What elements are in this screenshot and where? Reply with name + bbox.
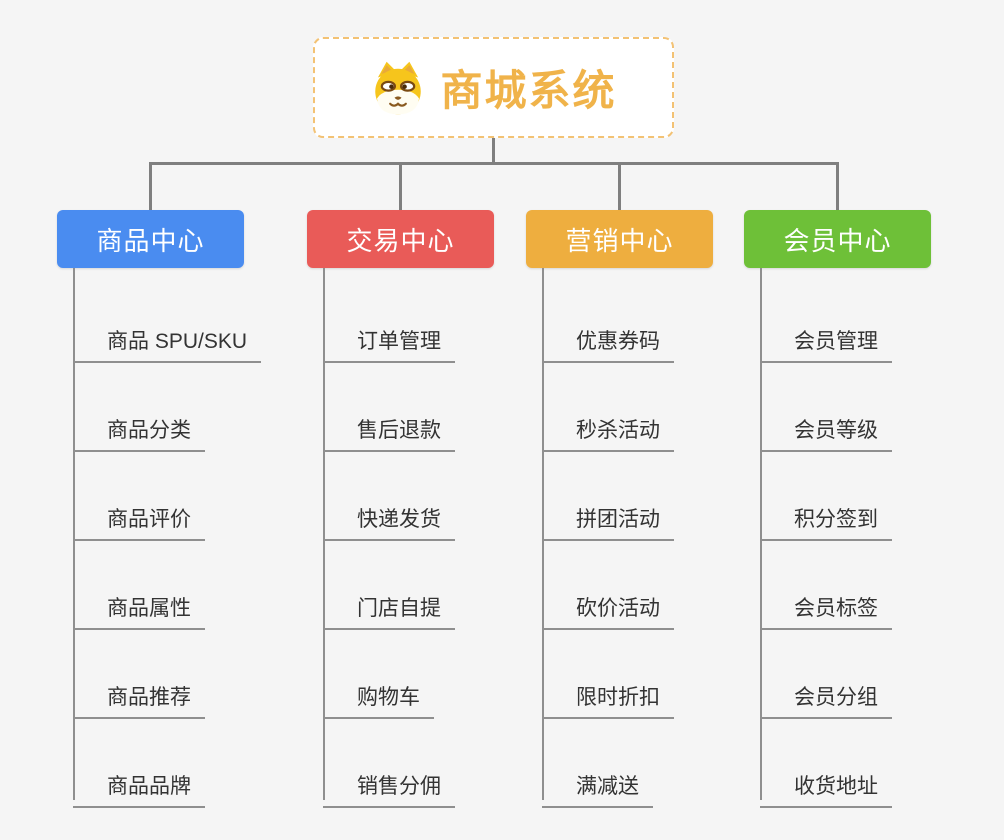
connector-cross-bar [149,162,839,165]
root-node-title: 商城系统 [440,67,617,114]
connector-drop-product [149,162,152,210]
leaf-node[interactable]: 收货地址 [760,762,892,808]
branch-node-member-center[interactable]: 会员中心 [744,210,931,268]
branch-trunk-line [323,268,325,800]
leaf-node[interactable]: 会员标签 [760,584,892,630]
leaf-node[interactable]: 限时折扣 [542,673,674,719]
leaf-node[interactable]: 商品评价 [73,495,205,541]
leaf-node[interactable]: 商品推荐 [73,673,205,719]
leaf-node[interactable]: 购物车 [323,673,434,719]
branch-trunk-line [73,268,75,800]
connector-drop-marketing [618,162,621,210]
leaf-node[interactable]: 满减送 [542,762,653,808]
branch-trunk-line [760,268,762,800]
branch-node-product-center[interactable]: 商品中心 [57,210,244,268]
root-node-mall-system[interactable]: 商城系统 [313,37,674,138]
leaf-node[interactable]: 商品分类 [73,406,205,452]
leaf-node[interactable]: 商品 SPU/SKU [73,317,262,363]
leaf-node[interactable]: 会员等级 [760,406,892,452]
branch-node-trade-center[interactable]: 交易中心 [307,210,494,268]
branch-trunk-line [542,268,544,800]
leaf-node[interactable]: 订单管理 [323,317,455,363]
leaf-node[interactable]: 商品品牌 [73,762,205,808]
leaf-node[interactable]: 积分签到 [760,495,892,541]
dog-face-icon [375,61,422,114]
connector-root-drop [492,138,495,164]
leaf-node[interactable]: 售后退款 [323,406,455,452]
connector-drop-member [836,162,839,210]
leaf-node[interactable]: 门店自提 [323,584,455,630]
leaf-node[interactable]: 砍价活动 [542,584,674,630]
leaf-node[interactable]: 拼团活动 [542,495,674,541]
leaf-node[interactable]: 商品属性 [73,584,205,630]
leaf-node[interactable]: 会员管理 [760,317,892,363]
leaf-node[interactable]: 秒杀活动 [542,406,674,452]
leaf-node[interactable]: 优惠券码 [542,317,674,363]
leaf-node[interactable]: 会员分组 [760,673,892,719]
leaf-node[interactable]: 快递发货 [323,495,455,541]
leaf-node[interactable]: 销售分佣 [323,762,455,808]
branch-node-marketing-center[interactable]: 营销中心 [526,210,713,268]
connector-drop-trade [399,162,402,210]
